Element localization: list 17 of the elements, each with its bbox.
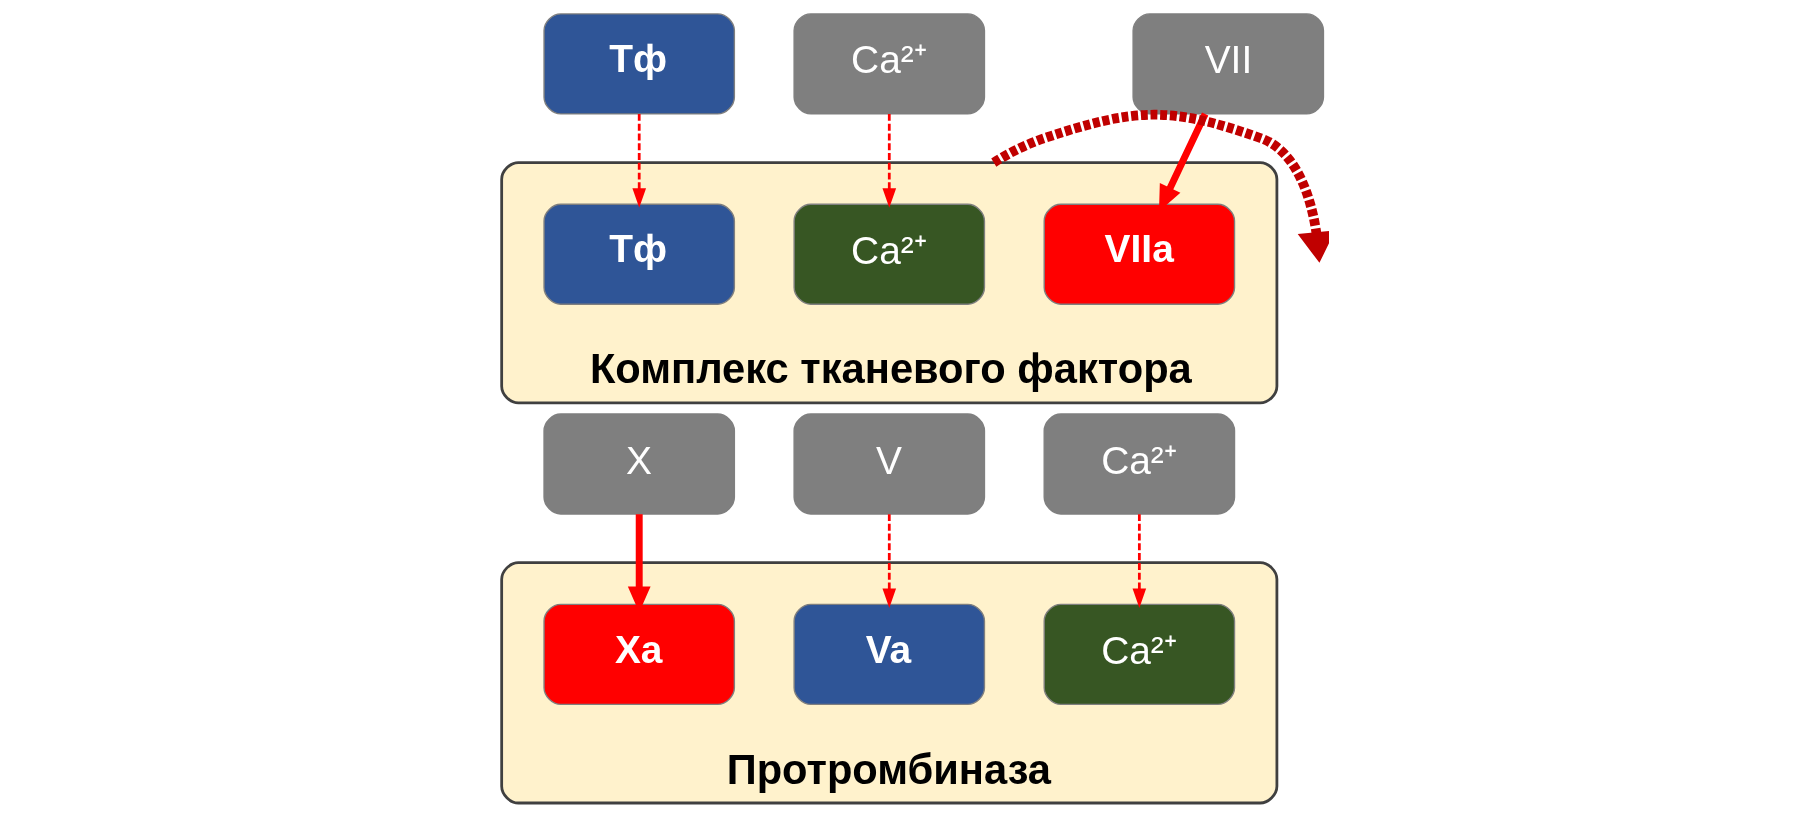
arrow bbox=[882, 114, 897, 208]
node-box: Тф bbox=[543, 13, 736, 115]
node-box: V bbox=[793, 413, 986, 515]
node-box: Ca²⁺ bbox=[1043, 603, 1236, 706]
node-box: Ca²⁺ bbox=[793, 13, 986, 115]
node-box: Xa bbox=[543, 603, 736, 706]
node-box: Va bbox=[793, 603, 986, 706]
arrow bbox=[991, 109, 1329, 263]
arrow bbox=[882, 514, 897, 608]
node-box: VIIa bbox=[1043, 203, 1236, 305]
node-box: Ca²⁺ bbox=[1043, 413, 1236, 515]
node-box: Тф bbox=[543, 203, 736, 305]
node-box: X bbox=[543, 413, 736, 515]
arrow bbox=[1132, 514, 1147, 608]
node-box: Ca²⁺ bbox=[793, 203, 986, 305]
arrow bbox=[632, 114, 647, 208]
node-box: VII bbox=[1132, 13, 1325, 115]
